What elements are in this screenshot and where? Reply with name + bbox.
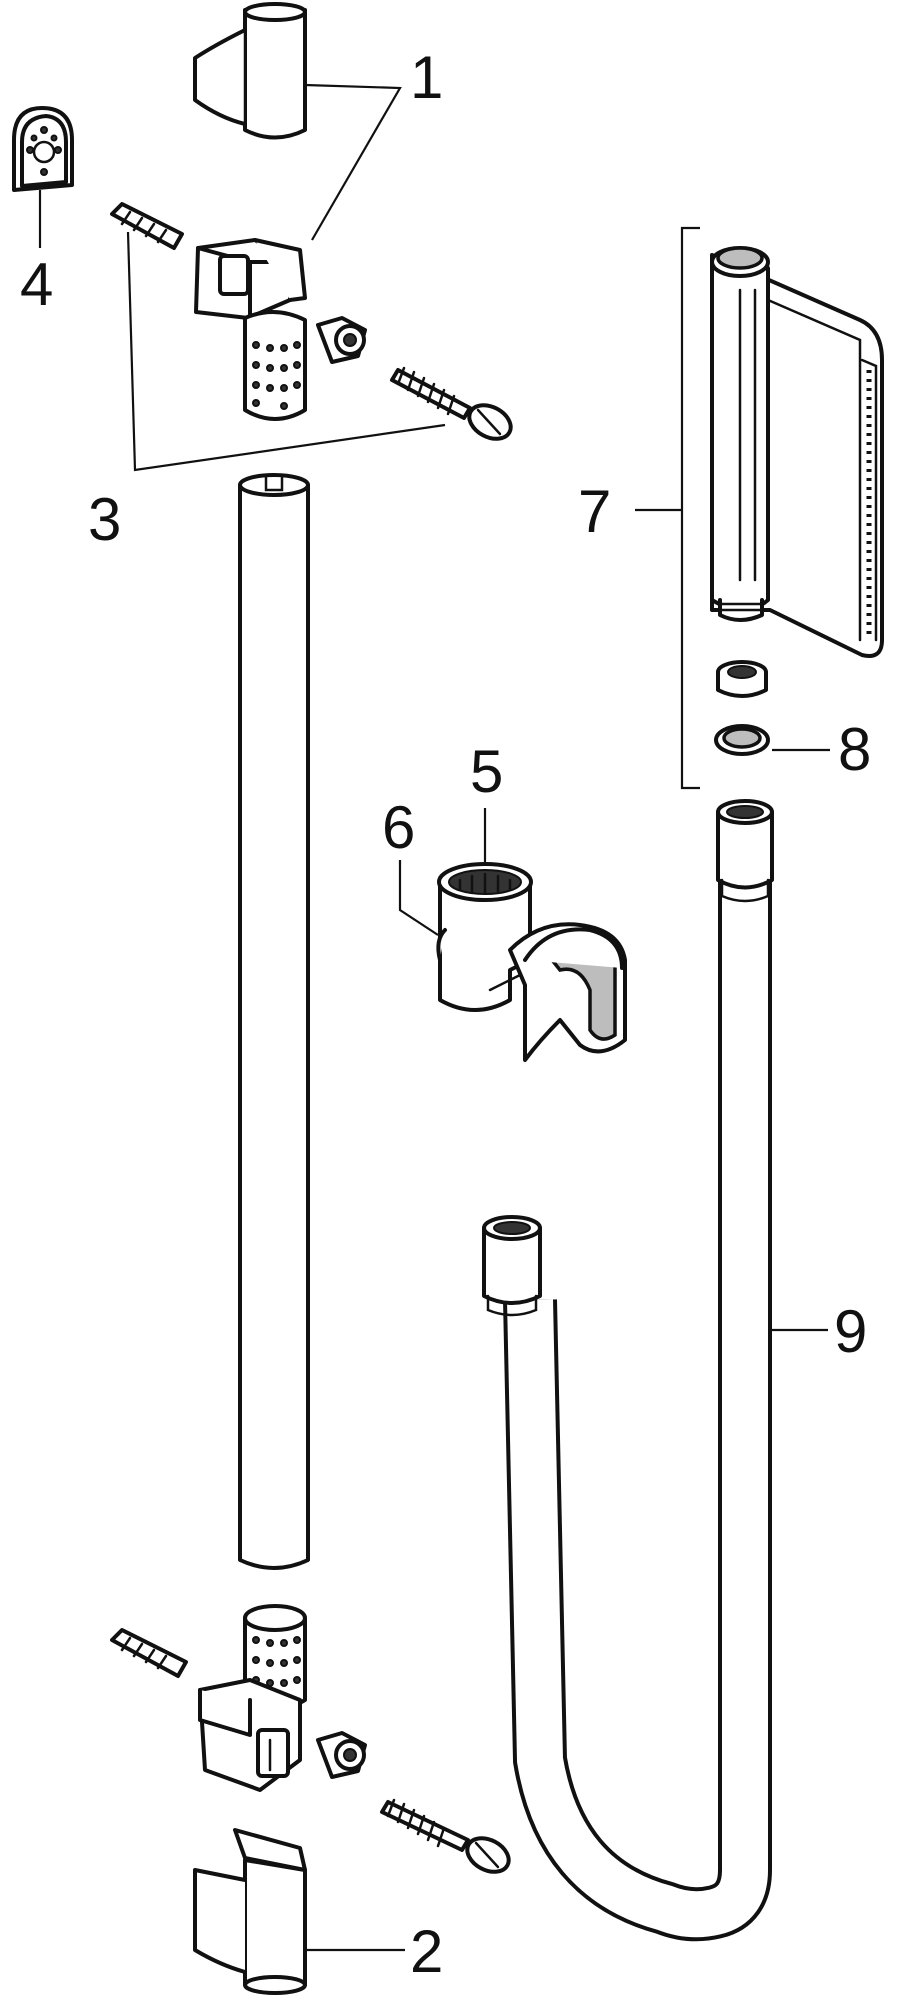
lower-bracket (198, 1604, 307, 1792)
callout-3: 3 (88, 486, 121, 553)
part-9-shower-hose (482, 799, 774, 1942)
part-8-washer (714, 660, 770, 756)
leader-7 (680, 226, 700, 790)
callout-4: 4 (20, 251, 53, 318)
part-5-6-slider (436, 862, 627, 1062)
upper-cap-nut (316, 316, 367, 364)
leader-3 (126, 231, 446, 472)
part-2-lower-cover (193, 1828, 307, 1995)
callout-6: 6 (382, 794, 415, 861)
slide-rail (238, 473, 310, 1570)
callout-1: 1 (410, 44, 443, 111)
part-1-upper-cover (193, 2, 307, 140)
callout-8: 8 (838, 716, 871, 783)
upper-screw (390, 366, 513, 441)
callout-7: 7 (578, 478, 611, 545)
callout-5: 5 (470, 738, 503, 805)
lower-wall-plug (110, 1628, 188, 1678)
upper-wall-plug (110, 202, 184, 250)
leader-6 (398, 860, 439, 936)
callout-9: 9 (834, 1298, 867, 1365)
upper-bracket (194, 238, 307, 421)
part-7-hand-shower (710, 246, 884, 658)
leader-1 (304, 83, 402, 241)
part-4-wall-plate (12, 106, 74, 192)
callout-2: 2 (410, 1918, 443, 1985)
bracket-holes-top (252, 341, 301, 410)
lower-cap-nut (316, 1731, 367, 1779)
lower-screw (380, 1798, 511, 1874)
